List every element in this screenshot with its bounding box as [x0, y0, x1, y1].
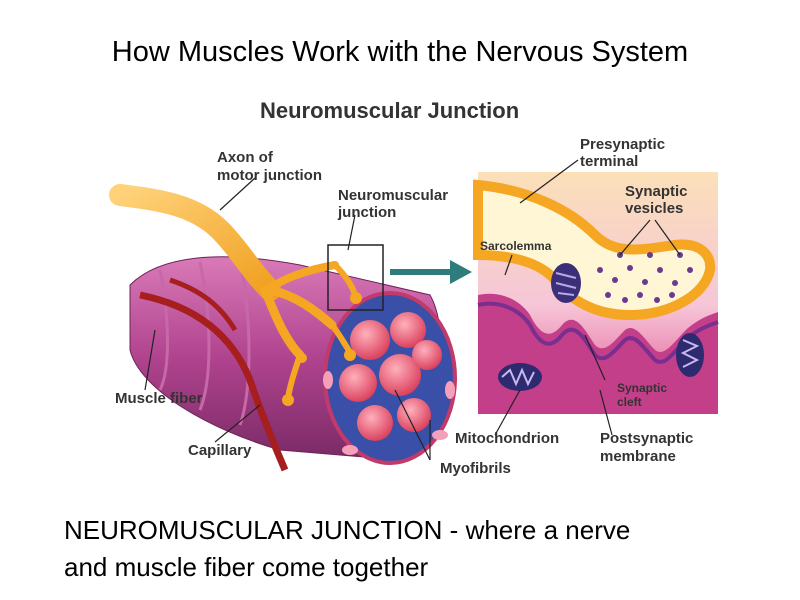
label-axon-line2: motor junction — [217, 167, 322, 184]
neuromuscular-junction-diagram: Neuromuscular Junction — [100, 90, 730, 490]
label-postsynaptic-line2: membrane — [600, 448, 676, 465]
label-mitochondrion: Mitochondrion — [455, 430, 559, 447]
label-cleft-line1: Synaptic — [617, 381, 667, 395]
diagram-svg: Neuromuscular Junction — [109, 98, 719, 477]
zoom-arrow — [390, 260, 472, 284]
label-cleft-line2: cleft — [617, 395, 642, 409]
myofibril-1 — [350, 320, 390, 360]
label-nmj-line2: junction — [337, 204, 396, 221]
slide-caption: NEUROMUSCULAR JUNCTION - where a nerve a… — [64, 512, 764, 586]
myofibril-7 — [397, 398, 431, 432]
leader-lines — [144, 159, 681, 461]
caption-line-1: NEUROMUSCULAR JUNCTION - where a nerve — [64, 515, 631, 545]
slide-title: How Muscles Work with the Nervous System — [111, 36, 689, 68]
myofibril-3 — [339, 364, 377, 402]
myofibril-5 — [412, 340, 442, 370]
figure-title: Neuromuscular Junction — [260, 98, 519, 123]
label-vesicles-line1: Synaptic — [625, 183, 688, 200]
motor-axon — [109, 184, 362, 406]
muscle-mitochondrion-2 — [676, 333, 704, 377]
fiber-cross-section — [323, 291, 457, 465]
label-capillary: Capillary — [188, 442, 252, 459]
label-sarcolemma: Sarcolemma — [480, 239, 552, 253]
myofibril-2 — [390, 312, 426, 348]
capillary-vessel — [139, 277, 289, 472]
myofibril-4 — [379, 354, 421, 396]
label-postsynaptic-line1: Postsynaptic — [600, 430, 693, 447]
junction-highlight-box — [327, 244, 384, 311]
label-presynaptic-line2: terminal — [580, 153, 638, 170]
label-myofibrils: Myofibrils — [440, 460, 511, 477]
label-presynaptic-line1: Presynaptic — [580, 136, 665, 153]
myofibril-6 — [357, 405, 393, 441]
magnified-inset — [473, 172, 719, 414]
label-axon-line1: Axon of — [217, 149, 274, 166]
synaptic-vesicles — [597, 252, 693, 303]
label-vesicles-line2: vesicles — [625, 200, 683, 217]
label-nmj-line1: Neuromuscular — [338, 187, 448, 204]
caption-line-2: and muscle fiber come together — [64, 552, 429, 582]
label-muscle-fiber: Muscle fiber — [115, 390, 203, 407]
terminal-mitochondrion — [551, 263, 581, 303]
